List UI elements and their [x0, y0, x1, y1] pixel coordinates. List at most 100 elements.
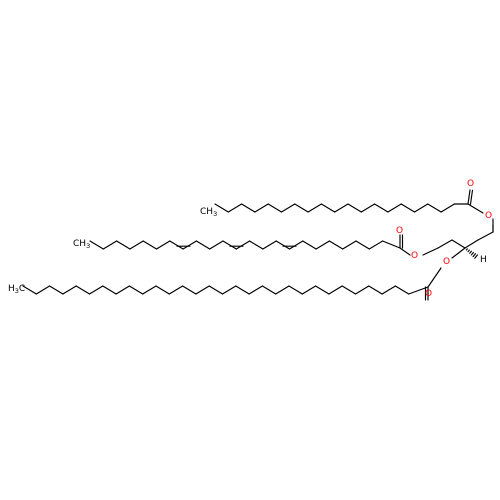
top-acyl-chain: [320, 203, 336, 213]
top-ester-bond: [467, 203, 477, 210]
bottom-acyl-chain: [168, 285, 184, 295]
middle-acyl-chain: [262, 240, 277, 250]
carbonyl-oxygen-bottom: O: [425, 289, 432, 299]
middle-acyl-chain: [129, 240, 144, 250]
glycerol-backbone: [464, 239, 479, 249]
bottom-acyl-chain: [235, 285, 250, 295]
bottom-acyl-chain: [381, 285, 396, 295]
ester-oxygen-top: O: [485, 211, 492, 221]
middle-acyl-chain: [89, 240, 104, 250]
bottom-acyl-chain: [49, 285, 64, 295]
carbonyl-oxygen-top: O: [467, 179, 474, 189]
bottom-acyl-chain: [115, 285, 130, 295]
middle-acyl-chain: [382, 240, 401, 249]
top-acyl-chain: [294, 203, 309, 213]
middle-acyl-chain: [249, 240, 264, 250]
middle-acyl-chain: [169, 240, 184, 250]
glycerol-backbone: [437, 239, 453, 249]
middle-acyl-chain: [302, 240, 317, 250]
ester-oxygen-bottom: O: [443, 257, 450, 267]
bottom-acyl-chain: [195, 285, 210, 295]
bottom-acyl-chain: [35, 285, 51, 295]
middle-acyl-chain: [195, 240, 211, 250]
bond-layer: [22, 189, 494, 301]
bottom-ester-bond: [451, 252, 460, 259]
middle-acyl-chain: [116, 240, 131, 250]
top-acyl-chain: [307, 203, 322, 213]
glycerol-backbone: [451, 239, 466, 249]
top-acyl-chain: [360, 203, 376, 213]
bottom-acyl-chain: [275, 285, 290, 295]
bottom-acyl-chain: [142, 285, 157, 295]
stereo-hash: [474, 254, 479, 259]
top-acyl-chain: [214, 203, 229, 213]
top-acyl-chain: [427, 203, 442, 213]
bottom-acyl-chain: [208, 285, 224, 295]
bottom-acyl-chain: [301, 285, 317, 295]
bottom-acyl-chain: [62, 285, 77, 295]
top-acyl-chain: [241, 203, 256, 213]
top-acyl-chain: [254, 203, 269, 213]
stereo-hydrogen: H: [480, 255, 487, 265]
top-carbonyl-double-bond: [470, 189, 474, 198]
bottom-acyl-chain: [88, 285, 104, 295]
top-carbonyl-double-bond: [467, 196, 470, 205]
bottom-ester-bond: [427, 276, 436, 288]
bottom-ester-bond: [457, 247, 466, 254]
middle-ester-o: [422, 247, 439, 256]
top-acyl-chain: [227, 203, 243, 213]
bottom-acyl-chain: [248, 285, 263, 295]
methyl-label-top: CH3: [200, 207, 217, 218]
middle-acyl-chain: [355, 240, 370, 250]
middle-acyl-chain: [209, 240, 224, 250]
carbonyl-oxygen-middle: O: [396, 226, 403, 236]
middle-acyl-chain: [222, 240, 237, 250]
top-acyl-chain: [267, 203, 283, 213]
top-ester-bond: [474, 207, 484, 214]
middle-acyl-chain: [328, 240, 344, 250]
top-acyl-chain: [347, 203, 362, 213]
bottom-acyl-chain: [182, 285, 197, 295]
methyl-label-bottom: H3C: [8, 284, 25, 295]
top-acyl-chain: [374, 203, 389, 213]
stereo-hash: [470, 251, 475, 256]
methyl-label-middle: CH3: [73, 239, 90, 250]
top-acyl-chain: [400, 203, 416, 213]
middle-acyl-chain: [342, 240, 357, 250]
bottom-acyl-chain: [368, 285, 383, 295]
top-carbonyl-double-bond: [469, 196, 473, 205]
bottom-acyl-chain: [354, 285, 370, 295]
stereo-hash: [467, 249, 470, 253]
stereo-hash: [472, 253, 477, 258]
middle-ester-o: [399, 247, 411, 256]
bottom-acyl-chain: [261, 285, 277, 295]
bottom-ester-bond: [433, 267, 442, 279]
top-acyl-chain: [413, 203, 429, 213]
bottom-acyl-chain: [102, 285, 117, 295]
middle-acyl-chain: [182, 240, 197, 250]
middle-acyl-chain: [102, 240, 118, 250]
bottom-acyl-chain: [155, 285, 170, 295]
bottom-acyl-chain: [221, 285, 237, 295]
bottom-acyl-chain: [128, 285, 144, 295]
top-carbonyl-double-bond: [468, 189, 471, 198]
glycerol-backbone: [477, 231, 494, 241]
middle-acyl-chain: [235, 240, 251, 250]
top-acyl-chain: [334, 203, 349, 213]
bottom-acyl-chain: [328, 285, 343, 295]
bottom-acyl-chain: [408, 286, 429, 295]
bottom-acyl-chain: [75, 285, 91, 295]
bottom-acyl-chain: [315, 285, 330, 295]
top-acyl-chain: [440, 203, 455, 213]
middle-acyl-chain: [275, 240, 291, 250]
middle-acyl-chain: [155, 240, 171, 250]
middle-acyl-chain: [288, 240, 304, 250]
bottom-acyl-chain: [22, 285, 37, 295]
middle-acyl-chain: [368, 240, 384, 250]
top-acyl-chain: [280, 203, 296, 213]
bottom-acyl-chain: [341, 285, 357, 295]
bottom-acyl-chain: [394, 285, 410, 295]
middle-acyl-chain: [142, 240, 158, 250]
